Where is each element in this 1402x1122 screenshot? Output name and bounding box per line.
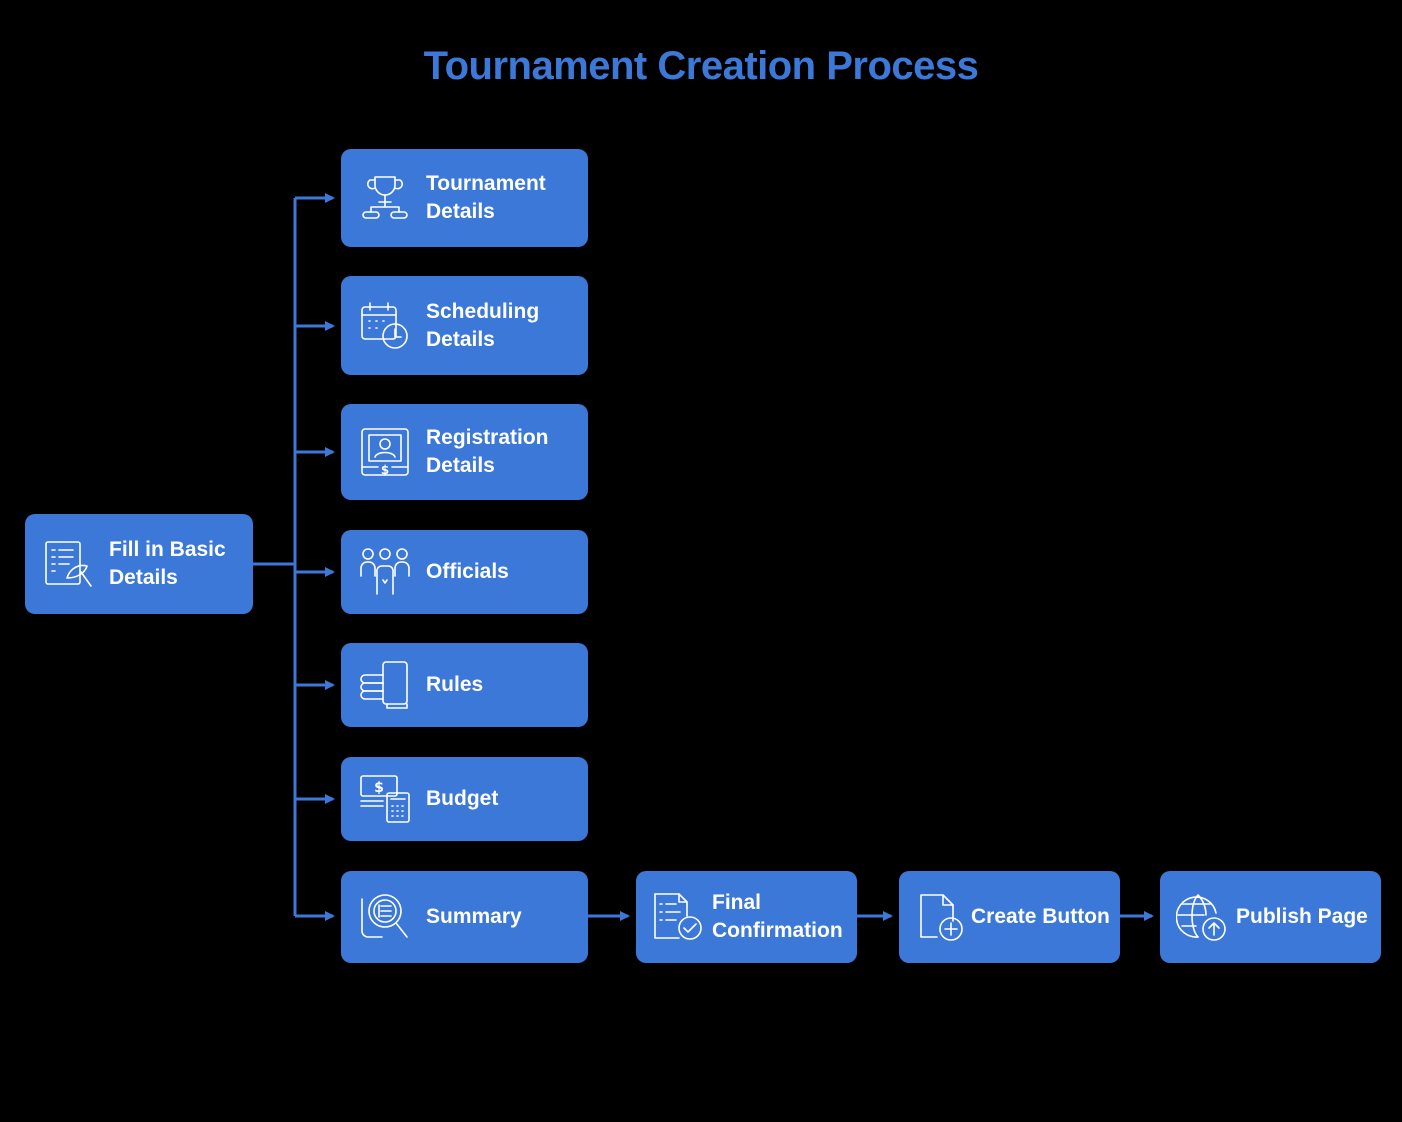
node-label: Tournament Details (426, 172, 546, 223)
node-label: Scheduling Details (426, 299, 540, 351)
checklist-check-icon (652, 891, 704, 943)
file-plus-icon (915, 891, 967, 943)
form-pen-icon (43, 538, 95, 590)
node-label: Officials (426, 560, 509, 583)
globe-upload-icon (1176, 891, 1228, 943)
id-card-dollar-icon: $ (359, 426, 411, 478)
node-label: Create Button (971, 905, 1110, 928)
connector-trunk (253, 198, 297, 916)
node-fill-basic-details: Fill in Basic Details (25, 514, 253, 614)
document-search-icon (359, 891, 411, 943)
node-label: Registration Details (426, 426, 549, 477)
node-label: Summary (426, 905, 522, 928)
node-registration-details: $ Registration Details (341, 404, 588, 500)
svg-text:$: $ (381, 463, 389, 477)
trophy-bracket-icon (359, 172, 411, 224)
node-budget: $ Budget (341, 757, 588, 841)
node-tournament-details: Tournament Details (341, 149, 588, 247)
svg-text:$: $ (374, 780, 384, 796)
node-final-confirmation: Final Confirmation (636, 871, 857, 963)
node-create-button: Create Button (899, 871, 1120, 963)
node-label: Rules (426, 673, 484, 696)
node-label: Publish Page (1236, 905, 1368, 928)
node-label: Final Confirmation (712, 891, 843, 942)
node-officials: Officials (341, 530, 588, 614)
node-summary: Summary (341, 871, 588, 963)
node-label: Fill in Basic Details (109, 538, 226, 589)
node-label: Budget (426, 787, 499, 810)
book-stack-icon (359, 659, 411, 711)
group-people-icon (359, 546, 411, 598)
node-rules: Rules (341, 643, 588, 727)
money-calculator-icon: $ (359, 773, 411, 825)
calendar-clock-icon (359, 300, 411, 352)
diagram-title: Tournament Creation Process (423, 44, 979, 88)
node-publish-page: Publish Page (1160, 871, 1381, 963)
node-scheduling-details: Scheduling Details (341, 276, 588, 375)
